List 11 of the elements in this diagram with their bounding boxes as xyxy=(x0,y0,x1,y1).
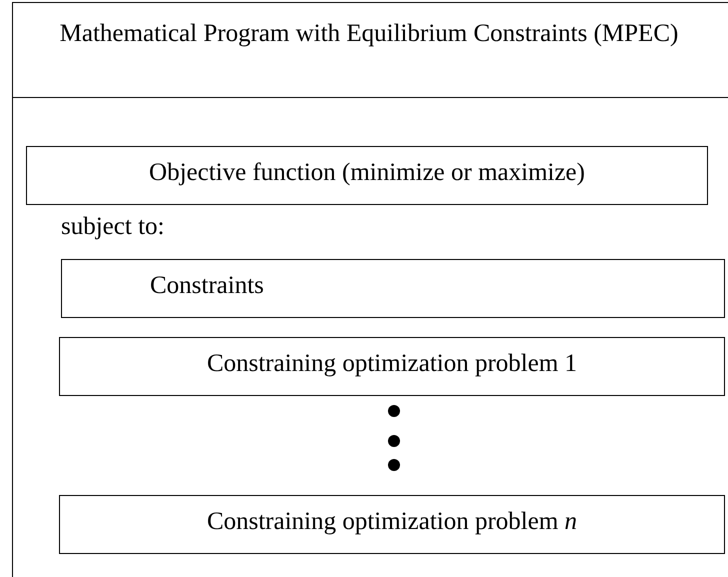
container-box xyxy=(12,2,728,577)
box-text: Constraints xyxy=(150,272,264,300)
box-text: Constraining optimization problem n xyxy=(206,508,578,536)
box-text: Constraining optimization problem 1 xyxy=(206,350,578,378)
constraint-box xyxy=(61,259,725,318)
constraint-box xyxy=(26,146,708,205)
constraint-box xyxy=(59,495,725,554)
header-title: Mathematical Program with Equilibrium Constraints (MPEC) xyxy=(58,19,680,49)
constraint-box xyxy=(59,337,725,396)
box-text: Objective function (minimize or maximize) xyxy=(148,159,586,187)
subject-to-label: subject to: xyxy=(61,213,164,241)
